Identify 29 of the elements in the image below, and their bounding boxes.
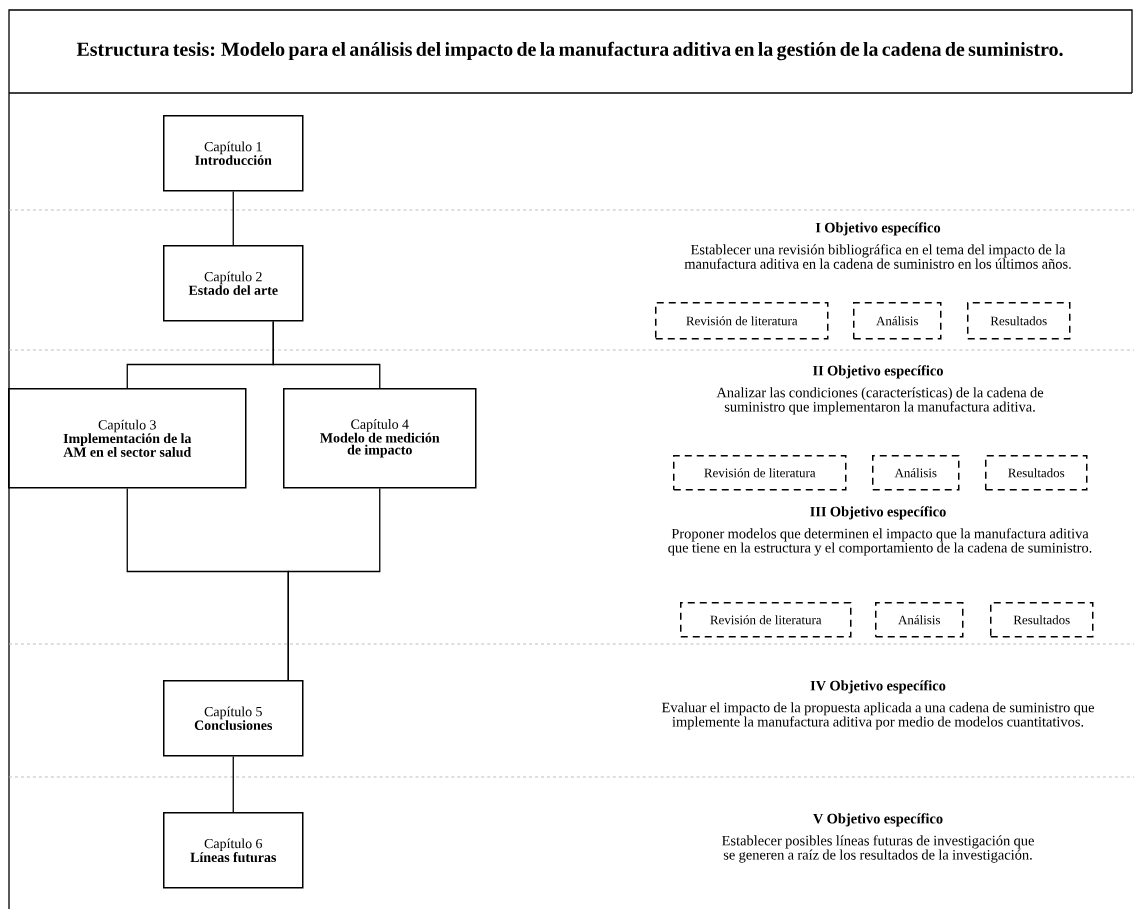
title: Estructura tesis: Modelo para el análisis del impacto de la manufactura aditiva en la gestión de la cadena de suministro. (76, 41, 1063, 61)
chapter-box: Capítulo 4 Modelo de medición de impacto (283, 388, 477, 489)
objective-heading: IV Objetivo específico (810, 680, 946, 694)
chapter-box: Capítulo 6 Líneas futuras (163, 812, 304, 889)
step-box: Análisis (872, 455, 960, 491)
objective-text: Evaluar el impacto de la propuesta aplicada a una cadena de suministro que implemente la manufactura aditiva por medio de modelos cuantitativos. (661, 702, 1094, 730)
chapter-box: Capítulo 2 Estado del arte (163, 245, 304, 322)
objective-text: Analizar las condiciones (características) de la cadena de suministro que implementaron la manufactura aditiva. (716, 387, 1044, 415)
step-box: Análisis (853, 302, 942, 340)
step-box: Revisión de literatura (680, 602, 852, 638)
objective-text: Establecer una revisión bibliográfica en el tema del impacto de la manufactura aditiva en la cadena de suministro en los últimos años. (684, 244, 1071, 269)
step-box: Resultados (985, 455, 1088, 491)
connector-line (232, 755, 234, 813)
chapter-box: Capítulo 1 Introducción (163, 115, 304, 192)
objective-text: Proponer modelos que determinen el impacto que la manufactura aditiva que tiene en la estructura y el comportamiento de la cadena de suministro. (668, 528, 1092, 556)
step-box: Resultados (990, 602, 1094, 638)
step-box: Revisión de literatura (655, 302, 829, 340)
step-box: Resultados (967, 302, 1071, 340)
step-box: Análisis (875, 602, 964, 638)
objective-text: Establecer posibles líneas futuras de investigación que se generen a raíz de los resultados de la investigación. (722, 835, 1034, 863)
connector-line (287, 487, 381, 681)
chapter-box: Capítulo 5 Conclusiones (163, 680, 304, 757)
connector-line (232, 190, 234, 246)
objective-heading: II Objetivo específico (813, 365, 943, 379)
objective-heading: I Objetivo específico (815, 222, 941, 236)
step-box: Revisión de literatura (673, 455, 847, 491)
objective-heading: V Objetivo específico (813, 813, 943, 827)
objective-heading: III Objetivo específico (810, 506, 946, 520)
chapter-box: Capítulo 3 Implementación de la AM en el sector salud (8, 388, 247, 489)
